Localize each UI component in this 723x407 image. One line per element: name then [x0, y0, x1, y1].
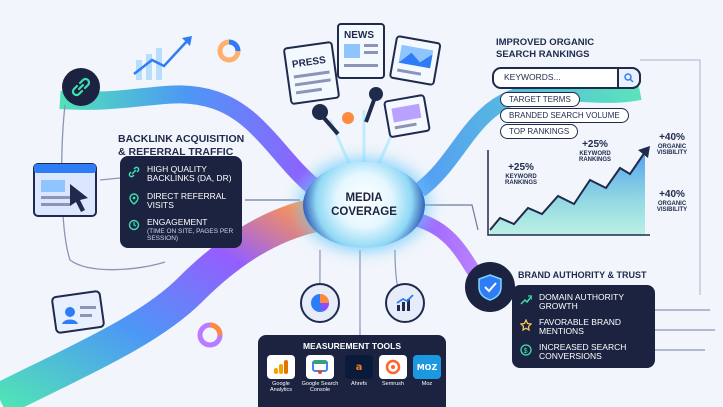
tool-ahrefs: a Ahrefs	[342, 355, 376, 387]
brand-metrics-panel: DOMAIN AUTHORITY GROWTH FAVORABLE BRAND …	[512, 285, 655, 368]
backlink-item-3-sublabel: (TIME ON SITE, PAGES PER SESSION)	[147, 228, 234, 243]
rank-label-2: +25%KEYWORD RANKINGS	[578, 139, 611, 163]
backlink-metrics-panel: HIGH QUALITY BACKLINKS (DA, DR) DIRECT R…	[120, 156, 242, 248]
news-label: NEWS	[344, 30, 374, 41]
donut-chart-icon	[217, 39, 241, 63]
semrush-icon	[379, 355, 407, 379]
svg-text:$: $	[524, 348, 528, 355]
brand-item-2: FAVORABLE BRAND MENTIONS	[520, 317, 648, 337]
tool-google-analytics: Google Analytics	[264, 355, 298, 393]
hub-label-line2: COVERAGE	[331, 206, 397, 218]
brand-title: BRAND AUTHORITY & TRUST	[518, 270, 647, 280]
google-analytics-icon	[267, 355, 295, 379]
moz-icon: MOZ	[413, 355, 441, 379]
tool-moz-label: Moz	[421, 381, 433, 387]
media-coverage-hub: MEDIA COVERAGE	[303, 162, 425, 248]
backlink-title-line1: BACKLINK ACQUISITION	[118, 133, 245, 145]
ahrefs-icon: a	[345, 355, 373, 379]
tool-moz: MOZ Moz	[410, 355, 444, 387]
pill-target-terms: TARGET TERMS	[500, 92, 580, 107]
location-pin-icon	[129, 193, 139, 205]
backlink-item-2: DIRECT REFERRAL VISITS	[128, 191, 238, 211]
link-icon	[62, 68, 100, 106]
trend-up-icon	[520, 295, 532, 305]
tool-google-search-console-label: Google Search Console	[301, 381, 339, 394]
backlink-title-line2: & REFERRAL TRAFFIC	[118, 146, 234, 159]
rank-label-1: +25%KEYWORD RANKINGS	[504, 162, 537, 186]
search-icon	[624, 73, 634, 83]
brand-item-1: DOMAIN AUTHORITY GROWTH	[520, 292, 648, 312]
brand-item-2-label: FAVORABLE BRAND MENTIONS	[539, 317, 622, 337]
microphone-icon	[312, 87, 383, 136]
brand-item-1-label: DOMAIN AUTHORITY GROWTH	[539, 292, 624, 312]
tool-semrush-label: Semrush	[381, 381, 404, 387]
ring-chart-icon	[197, 322, 223, 348]
rank-label-4: +40%ORGANIC VISIBILITY	[656, 189, 688, 213]
backlink-item-2-label: DIRECT REFERRAL VISITS	[147, 191, 226, 211]
brand-item-3: $ INCREASED SEARCH CONVERSIONS	[520, 342, 648, 362]
tool-semrush: Semrush	[376, 355, 410, 387]
rankings-growth-chart	[487, 146, 650, 236]
tool-google-search-console: Google Search Console	[300, 355, 340, 393]
dollar-icon: $	[520, 344, 532, 356]
clock-icon	[128, 219, 140, 231]
measurement-tools-title: MEASUREMENT TOOLS	[302, 341, 402, 351]
backlink-title: BACKLINK ACQUISITION & REFERRAL TRAFFIC	[118, 133, 244, 159]
growth-bars-icon	[133, 36, 192, 80]
backlink-item-1-label: HIGH QUALITY BACKLINKS (DA, DR)	[147, 164, 232, 184]
hub-label-line1: MEDIA	[345, 191, 383, 204]
browser-window-icon	[33, 163, 97, 217]
backlink-item-3: ENGAGEMENT(TIME ON SITE, PAGES PER SESSI…	[128, 217, 238, 243]
backlink-item-3-label: ENGAGEMENT	[147, 217, 208, 227]
measurement-tools-panel: MEASUREMENT TOOLS Google Analytics Googl…	[258, 335, 446, 407]
tool-ahrefs-label: Ahrefs	[351, 381, 367, 387]
press-cluster-icon: PRESS NEWS	[283, 23, 442, 138]
rankings-title-line1: IMPROVED ORGANIC	[496, 37, 595, 48]
backlink-item-1: HIGH QUALITY BACKLINKS (DA, DR)	[128, 164, 238, 184]
rankings-title-line2: SEARCH RANKINGS	[496, 48, 590, 60]
rankings-title: IMPROVED ORGANIC SEARCH RANKINGS	[496, 37, 594, 61]
keywords-search-box[interactable]: KEYWORDS...	[492, 67, 641, 89]
brand-item-3-label: INCREASED SEARCH CONVERSIONS	[539, 342, 627, 362]
pie-chart-icon	[300, 283, 340, 323]
bar-trend-icon	[385, 283, 425, 323]
press-label: PRESS	[291, 55, 326, 71]
star-icon	[520, 319, 532, 331]
pill-branded-search-volume: BRANDED SEARCH VOLUME	[500, 108, 629, 123]
rank-label-3: +40%ORGANIC VISIBILITY	[656, 132, 688, 156]
profile-card-icon	[51, 290, 105, 334]
search-button[interactable]	[617, 67, 641, 89]
google-search-console-icon	[306, 355, 334, 379]
tool-google-analytics-label: Google Analytics	[269, 381, 292, 394]
link-small-icon	[128, 166, 140, 178]
keywords-search-text: KEYWORDS...	[504, 72, 561, 82]
pill-top-rankings: TOP RANKINGS	[500, 124, 579, 139]
shield-icon	[465, 262, 515, 312]
